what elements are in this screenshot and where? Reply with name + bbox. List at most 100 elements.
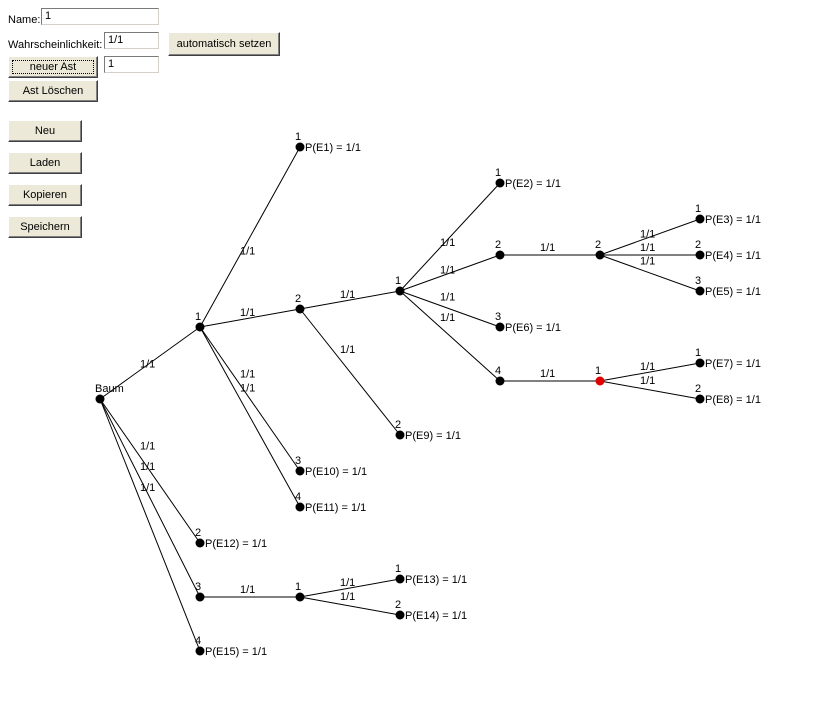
- leaf-probability-label: P(E12) = 1/1: [205, 538, 267, 550]
- leaf-probability-label: P(E5) = 1/1: [705, 286, 761, 298]
- tree-node[interactable]: [595, 250, 605, 260]
- branch-count-input[interactable]: 1: [104, 56, 159, 73]
- tree-node-label: 3: [695, 275, 701, 287]
- tree-node-label: 1: [395, 275, 401, 287]
- tree-branch[interactable]: [199, 146, 301, 328]
- tree-node[interactable]: [195, 592, 205, 602]
- tree-node-label: 2: [595, 239, 601, 251]
- tree-branch[interactable]: [399, 254, 501, 292]
- tree-node-label: 2: [295, 293, 301, 305]
- tree-node[interactable]: [195, 322, 205, 332]
- probability-label: Wahrscheinlichkeit:: [8, 39, 103, 51]
- leaf-probability-label: P(E9) = 1/1: [405, 430, 461, 442]
- tree-branch[interactable]: [199, 326, 301, 508]
- tree-branch[interactable]: [299, 578, 401, 598]
- tree-branch[interactable]: [199, 326, 301, 472]
- tree-node[interactable]: [695, 358, 705, 368]
- branch-probability-label: 1/1: [240, 369, 255, 381]
- tree-branch[interactable]: [99, 326, 201, 400]
- tree-node-label: 4: [195, 635, 201, 647]
- tree-branch[interactable]: [299, 290, 401, 310]
- tree-node-label: 1: [395, 563, 401, 575]
- tree-branch[interactable]: [599, 218, 701, 256]
- tree-node[interactable]: [495, 250, 505, 260]
- tree-node[interactable]: [395, 610, 405, 620]
- tree-node[interactable]: [295, 142, 305, 152]
- leaf-probability-label: P(E2) = 1/1: [505, 178, 561, 190]
- tree-node-label: 1: [295, 581, 301, 593]
- branch-probability-label: 1/1: [440, 237, 455, 249]
- tree-root-label: Baum: [95, 383, 124, 395]
- tree-node-label: 1: [495, 167, 501, 179]
- tree-branch[interactable]: [599, 254, 701, 292]
- tree-node[interactable]: [295, 466, 305, 476]
- branch-probability-label: 1/1: [640, 242, 655, 254]
- tree-node-label: 3: [495, 311, 501, 323]
- tree-node[interactable]: [295, 502, 305, 512]
- tree-branch[interactable]: [199, 308, 301, 328]
- tree-node-label: 3: [295, 455, 301, 467]
- tree-branch[interactable]: [99, 398, 201, 652]
- tree-root-node[interactable]: [95, 394, 105, 404]
- new-branch-button[interactable]: neuer Ast: [8, 56, 98, 78]
- leaf-probability-label: P(E11) = 1/1: [305, 502, 366, 514]
- name-input[interactable]: 1: [41, 8, 159, 25]
- branch-probability-label: 1/1: [640, 256, 655, 268]
- tree-node[interactable]: [195, 646, 205, 656]
- copy-button[interactable]: Kopieren: [8, 184, 82, 206]
- tree-branch[interactable]: [99, 398, 201, 544]
- tree-branch[interactable]: [399, 290, 501, 382]
- tree-node-label: 1: [295, 131, 301, 143]
- leaf-probability-label: P(E10) = 1/1: [305, 466, 367, 478]
- branch-probability-label: 1/1: [440, 312, 455, 324]
- tree-branch[interactable]: [599, 380, 701, 400]
- branch-probability-label: 1/1: [140, 482, 155, 494]
- tree-node-label: 3: [195, 581, 201, 593]
- branch-probability-label: 1/1: [440, 264, 455, 276]
- tree-node[interactable]: [195, 538, 205, 548]
- delete-branch-button[interactable]: Ast Löschen: [8, 80, 98, 102]
- branch-probability-label: 1/1: [640, 228, 655, 240]
- auto-set-button[interactable]: automatisch setzen: [168, 32, 280, 56]
- tree-node[interactable]: [495, 376, 505, 386]
- tree-branch[interactable]: [399, 182, 501, 292]
- tree-node[interactable]: [695, 214, 705, 224]
- tree-node[interactable]: [695, 286, 705, 296]
- tree-node[interactable]: [695, 250, 705, 260]
- branch-probability-label: 1/1: [640, 375, 655, 387]
- tree-node-label: 2: [395, 419, 401, 431]
- tree-node-label: 4: [295, 491, 301, 503]
- tree-node-label: 1: [195, 311, 201, 323]
- tree-branch[interactable]: [299, 596, 401, 616]
- tree-node[interactable]: [495, 322, 505, 332]
- tree-branch[interactable]: [299, 308, 401, 436]
- tree-node[interactable]: [295, 304, 305, 314]
- tree-node[interactable]: [395, 286, 405, 296]
- load-button[interactable]: Laden: [8, 152, 82, 174]
- leaf-probability-label: P(E4) = 1/1: [705, 250, 761, 262]
- selected-tree-node[interactable]: [595, 376, 605, 386]
- leaf-probability-label: P(E7) = 1/1: [705, 358, 761, 370]
- tree-node[interactable]: [395, 574, 405, 584]
- probability-input[interactable]: 1/1: [104, 32, 159, 49]
- branch-probability-label: 1/1: [140, 441, 155, 453]
- tree-branch[interactable]: [99, 398, 201, 598]
- tree-node[interactable]: [495, 178, 505, 188]
- branch-probability-label: 1/1: [240, 584, 255, 596]
- tree-branch[interactable]: [399, 290, 501, 328]
- save-button[interactable]: Speichern: [8, 216, 82, 238]
- branch-probability-label: 1/1: [340, 577, 355, 589]
- leaf-probability-label: P(E3) = 1/1: [705, 214, 761, 226]
- branch-probability-label: 1/1: [540, 368, 555, 380]
- branch-probability-label: 1/1: [540, 242, 555, 254]
- tree-node-label: 2: [695, 239, 701, 251]
- tree-node[interactable]: [395, 430, 405, 440]
- leaf-probability-label: P(E8) = 1/1: [705, 394, 761, 406]
- tree-node[interactable]: [695, 394, 705, 404]
- new-button[interactable]: Neu: [8, 120, 82, 142]
- tree-branch[interactable]: [599, 362, 701, 382]
- tree-node-label: 1: [595, 365, 601, 377]
- tree-node[interactable]: [295, 592, 305, 602]
- leaf-probability-label: P(E13) = 1/1: [405, 574, 467, 586]
